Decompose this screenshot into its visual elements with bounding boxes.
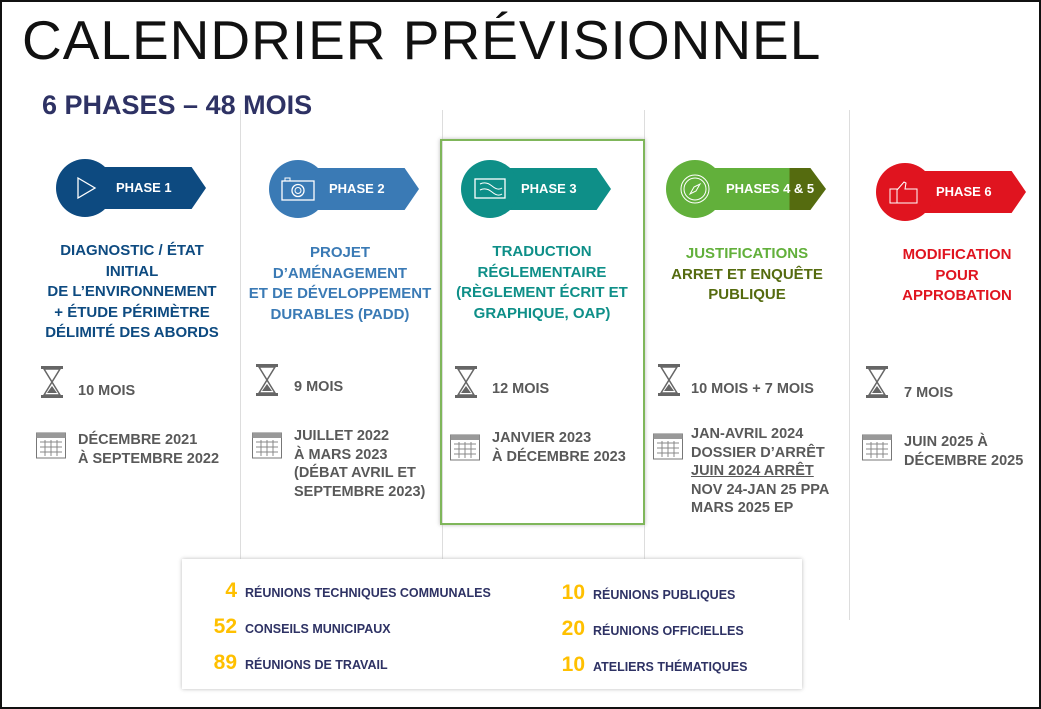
divider — [849, 110, 850, 620]
calendar-icon — [252, 432, 282, 459]
hourglass-icon — [256, 364, 279, 397]
subtitle: 6 PHASES – 48 MOIS — [42, 90, 313, 120]
hourglass-icon — [41, 366, 64, 399]
play-icon — [56, 159, 114, 217]
thumbs-up-icon — [876, 163, 934, 221]
phase-6-badge: PHASE 6 — [876, 163, 1026, 221]
calendar-icon — [862, 434, 892, 461]
phase-1-badge: PHASE 1 — [56, 159, 206, 217]
calendar-icon — [36, 432, 66, 459]
phase-6-duration: 7 MOIS — [904, 385, 954, 401]
page-title: CALENDRIER PRÉVISIONNEL — [22, 9, 822, 71]
hourglass-icon — [658, 364, 681, 397]
phase-2-badge: PHASE 2 — [269, 160, 419, 218]
camera-icon — [269, 160, 327, 218]
phase-3-duration: 12 MOIS — [492, 381, 550, 397]
hourglass-icon — [455, 366, 478, 399]
phase-1-duration: 10 MOIS — [78, 383, 136, 399]
phase-4-5-badge: PHASES 4 & 5 — [666, 160, 831, 218]
phase-4-5-duration: 10 MOIS + 7 MOIS — [691, 381, 814, 397]
phase-2-duration: 9 MOIS — [294, 379, 344, 395]
divider — [442, 110, 443, 560]
hourglass-icon — [866, 366, 889, 399]
phase-3-badge: PHASE 3 — [461, 160, 611, 218]
calendar-icon — [450, 434, 480, 461]
map-icon — [461, 160, 519, 218]
calendar-icon — [653, 433, 683, 460]
compass-icon — [666, 160, 724, 218]
current-phase-highlight — [440, 139, 645, 525]
divider — [240, 110, 241, 560]
